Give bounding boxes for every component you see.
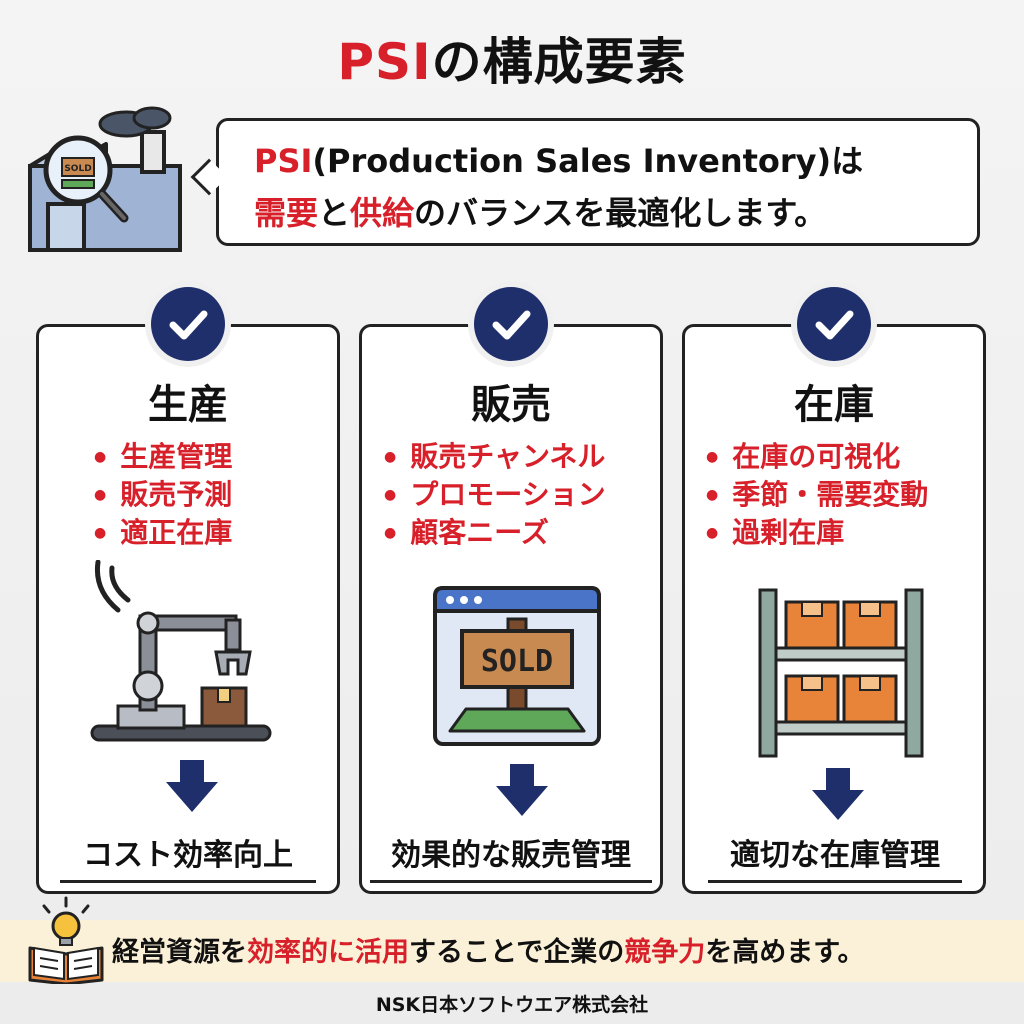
factory-magnifier-icon: SOLD [28, 106, 182, 252]
down-arrow-icon [166, 760, 218, 812]
list-item: プロモーション [384, 476, 605, 514]
bullet-list: 販売チャンネル プロモーション 顧客ニーズ [384, 438, 606, 552]
summary-band [0, 920, 1024, 982]
list-item: 季節・需要変動 [706, 476, 928, 514]
card-result: 効果的な販売管理 [370, 830, 652, 883]
card-title: 在庫 [794, 382, 874, 428]
company-name: NSK日本ソフトウエア株式会社 [375, 994, 649, 1016]
down-arrow-icon [812, 768, 864, 820]
bullet-list: 生産管理 販売予測 適正在庫 [94, 438, 232, 552]
down-arrow-icon [496, 764, 548, 816]
intro-line-1: PSI(Production Sales Inventory)は [254, 142, 864, 180]
page-title: PSIの構成要素 [337, 33, 687, 91]
list-item: 販売予測 [94, 476, 232, 514]
list-item: 顧客ニーズ [384, 514, 606, 552]
list-item: 生産管理 [94, 438, 232, 476]
sold-mini-label: SOLD [64, 164, 91, 174]
card-result: 適切な在庫管理 [708, 830, 962, 883]
intro-line-2: 需要と供給のバランスを最適化します。 [254, 194, 827, 232]
card-result: コスト効率向上 [60, 830, 316, 883]
check-icon [797, 287, 871, 361]
summary-text: 経営資源を効率的に活用することで企業の競争力を高めます。 [112, 937, 865, 968]
lightbulb-book-icon [28, 896, 104, 984]
check-icon [474, 287, 548, 361]
list-item: 販売チャンネル [384, 438, 606, 476]
list-item: 過剰在庫 [706, 514, 928, 552]
sold-sign-browser-icon: SOLD [433, 586, 601, 746]
sold-label: SOLD [481, 644, 553, 679]
list-item: 適正在庫 [94, 514, 232, 552]
check-icon [151, 287, 225, 361]
list-item: 在庫の可視化 [706, 438, 928, 476]
card-title: 販売 [471, 382, 551, 428]
robot-arm-icon [90, 560, 272, 742]
intro-bubble [216, 118, 980, 246]
card-title: 生産 [148, 382, 228, 428]
bullet-list: 在庫の可視化 季節・需要変動 過剰在庫 [706, 438, 928, 552]
warehouse-shelf-icon [758, 588, 924, 758]
